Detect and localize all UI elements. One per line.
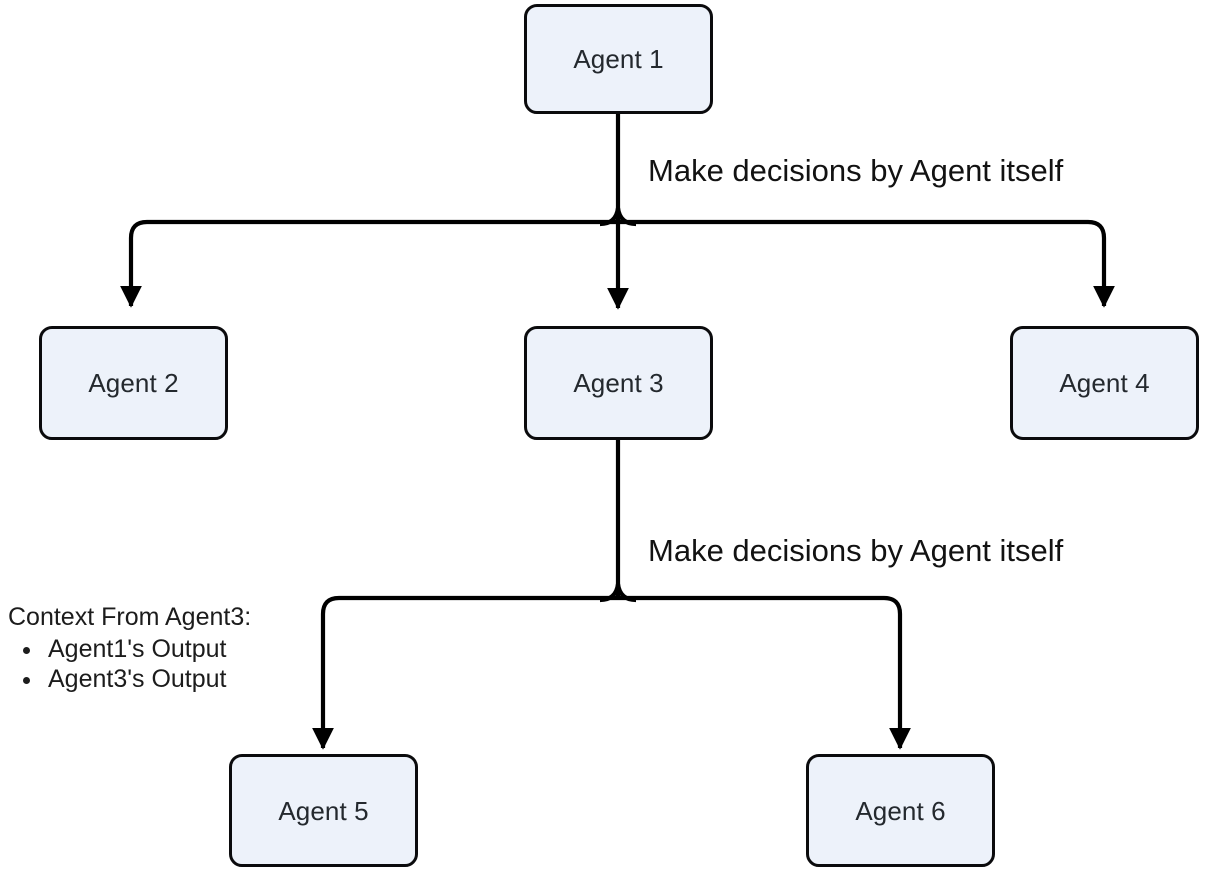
node-agent3[interactable]: Agent 3 [524,326,713,440]
context-note-title: Context From Agent3: [8,603,252,631]
node-agent3-label: Agent 3 [573,368,664,398]
node-agent6[interactable]: Agent 6 [806,754,995,867]
bus2-junction-fillet-right [615,583,637,603]
edge-bus1-to-agent2 [120,219,618,308]
edge-bus1-to-agent4 [618,219,1115,308]
node-agent4[interactable]: Agent 4 [1010,326,1199,440]
context-note-list: Agent1's Output Agent3's Output [8,634,251,695]
node-agent5[interactable]: Agent 5 [229,754,418,867]
node-agent6-label: Agent 6 [855,795,946,826]
node-agent1-label: Agent 1 [573,44,664,74]
context-note-item: Agent3's Output [44,664,251,695]
node-agent2-label: Agent 2 [88,368,179,398]
edge-label-branch1: Make decisions by Agent itself [648,153,1064,188]
node-agent2[interactable]: Agent 2 [39,326,228,440]
context-note: Context From Agent3: Agent1's Output Age… [8,602,251,695]
bus1-junction-fillet-right [615,207,637,227]
node-agent1[interactable]: Agent 1 [524,4,713,114]
edge-label-branch2: Make decisions by Agent itself [648,533,1064,568]
edge-bus2-to-agent5 [312,595,618,750]
context-note-item: Agent1's Output [44,634,251,665]
node-agent4-label: Agent 4 [1059,368,1150,398]
node-agent5-label: Agent 5 [278,795,369,826]
edge-bus2-to-agent6 [618,595,911,750]
